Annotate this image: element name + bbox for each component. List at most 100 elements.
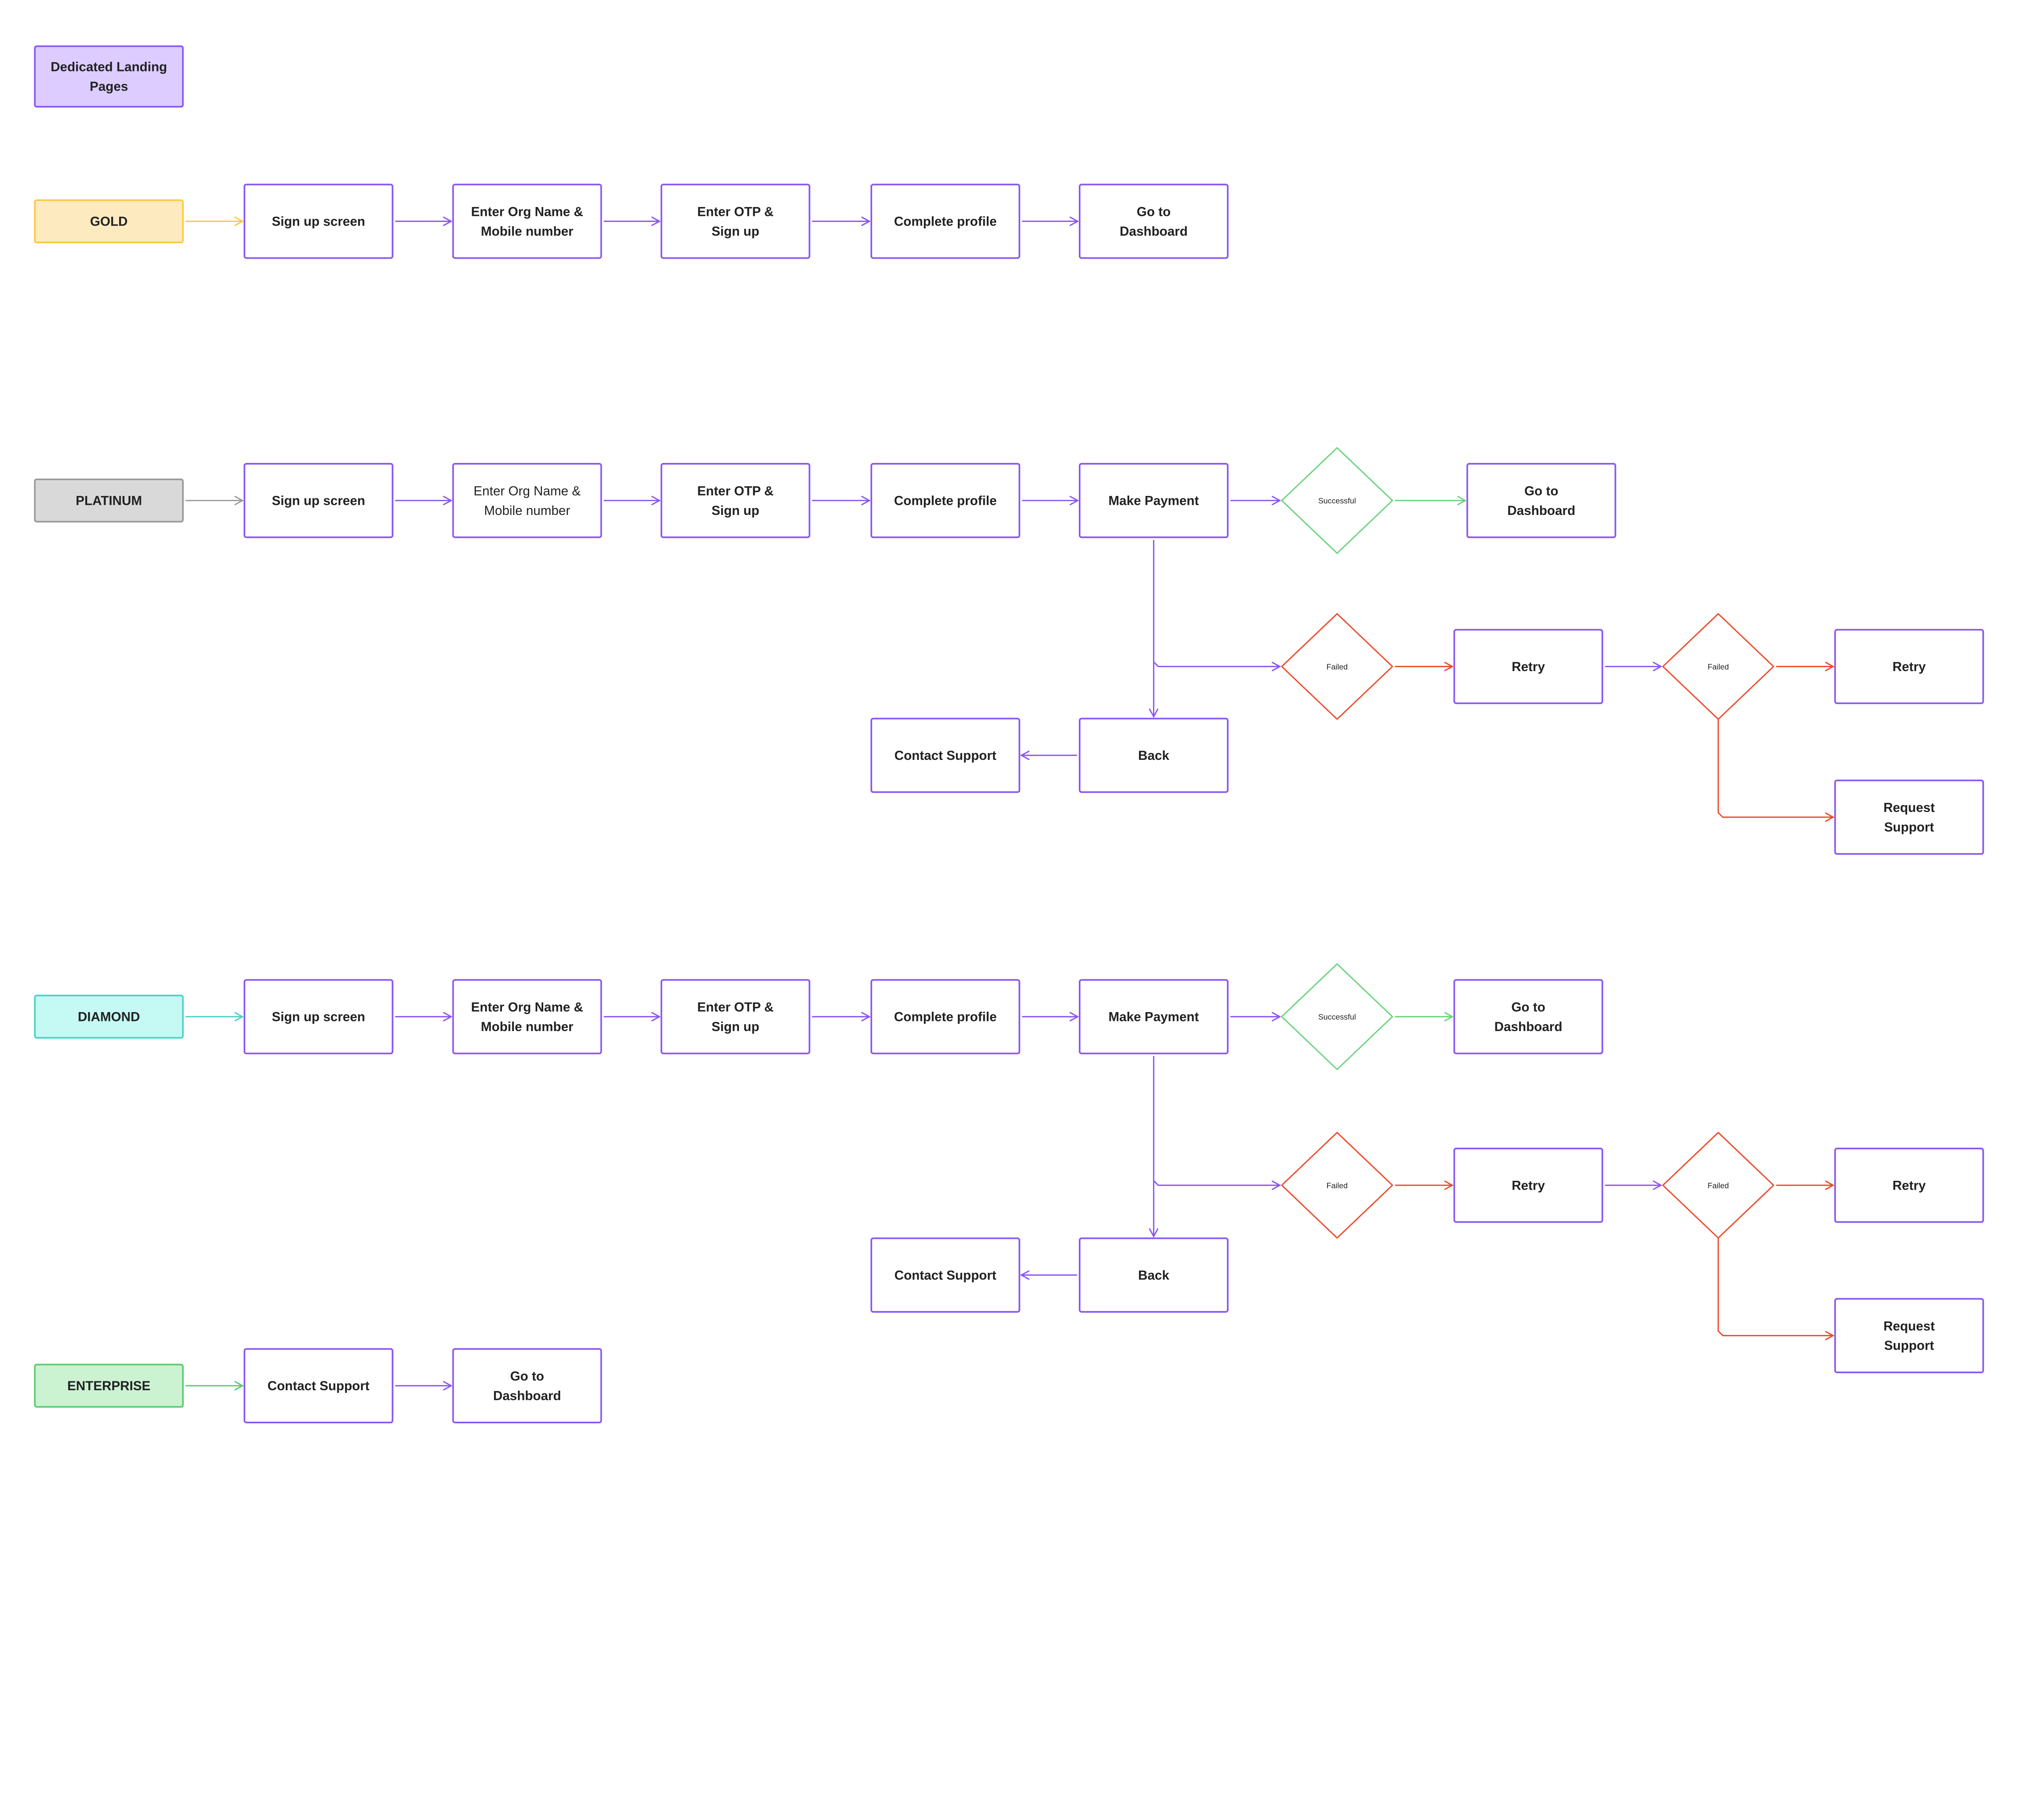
flow-step[interactable]: Enter Org Name &Mobile number bbox=[452, 184, 602, 259]
node-label-line: Retry bbox=[1892, 659, 1926, 674]
flow-step-contact-support[interactable]: Contact Support bbox=[870, 718, 1020, 793]
node-label: Enter Org Name &Mobile number bbox=[471, 1000, 583, 1033]
arrowhead-icon bbox=[1825, 812, 1835, 822]
node-label-line: ENTERPRISE bbox=[67, 1379, 151, 1393]
arrow-connector bbox=[185, 1012, 244, 1022]
node-shape bbox=[1078, 979, 1229, 1054]
tier-label-diamond[interactable]: DIAMOND bbox=[34, 994, 184, 1039]
node-label: Sign up screen bbox=[272, 1010, 365, 1024]
decision-label: Failed bbox=[1708, 1181, 1729, 1190]
decision-failed[interactable]: Failed bbox=[1662, 1132, 1774, 1239]
arrowhead-icon bbox=[1653, 661, 1662, 672]
arrow-connector bbox=[1395, 1012, 1454, 1022]
flow-step[interactable]: Complete profile bbox=[870, 184, 1020, 259]
flow-step[interactable]: Complete profile bbox=[870, 979, 1020, 1054]
arrowhead-icon bbox=[1070, 496, 1079, 505]
arrowhead-icon bbox=[861, 216, 871, 226]
node-label: Contact Support bbox=[894, 1268, 996, 1282]
arrowhead-icon bbox=[1070, 1012, 1079, 1022]
node-shape bbox=[34, 45, 184, 108]
node-label: Make Payment bbox=[1108, 1010, 1199, 1024]
arrowhead-icon bbox=[1020, 751, 1030, 760]
node-shape bbox=[660, 184, 810, 259]
decision-failed[interactable]: Failed bbox=[1281, 1132, 1393, 1239]
arrow-connector bbox=[1149, 1056, 1159, 1238]
arrowhead-icon bbox=[1444, 1180, 1454, 1190]
flow-step[interactable]: Contact Support bbox=[243, 1348, 394, 1424]
flow-step[interactable]: Sign up screen bbox=[243, 184, 394, 259]
flow-step[interactable]: Sign up screen bbox=[243, 979, 394, 1054]
node-label: Complete profile bbox=[894, 214, 996, 229]
node-shape bbox=[1834, 1298, 1984, 1373]
flow-step-back[interactable]: Back bbox=[1078, 718, 1229, 793]
node-shape bbox=[243, 979, 394, 1054]
node-label: Enter Org Name &Mobile number bbox=[473, 483, 580, 517]
node-shape bbox=[660, 463, 810, 538]
decision-success[interactable]: Successful bbox=[1281, 963, 1393, 1070]
arrowhead-icon bbox=[1444, 1012, 1454, 1022]
decision-failed[interactable]: Failed bbox=[1662, 613, 1774, 720]
flow-step-retry[interactable]: Retry bbox=[1834, 629, 1984, 704]
node-label-line: Retry bbox=[1511, 659, 1545, 674]
arrow-connector bbox=[812, 496, 871, 505]
node-shape bbox=[34, 994, 184, 1039]
node-shape bbox=[452, 184, 602, 259]
arrow-connector bbox=[1153, 1180, 1281, 1190]
node-label-line: Make Payment bbox=[1108, 1010, 1199, 1024]
tier-label-gold[interactable]: GOLD bbox=[34, 199, 184, 243]
flow-step[interactable]: Make Payment bbox=[1078, 463, 1229, 538]
arrow-connector bbox=[185, 216, 244, 226]
arrowhead-icon bbox=[1070, 216, 1079, 226]
node-label-line: Contact Support bbox=[268, 1379, 370, 1393]
flow-step-retry[interactable]: Retry bbox=[1453, 629, 1604, 704]
tier-label-platinum[interactable]: PLATINUM bbox=[34, 478, 184, 523]
node-label-line: Support bbox=[1884, 820, 1934, 834]
node-shape bbox=[1078, 718, 1229, 793]
arrow-connector bbox=[812, 1012, 871, 1022]
node-label-line: Sign up screen bbox=[272, 494, 365, 508]
flow-step[interactable]: Enter OTP &Sign up bbox=[660, 979, 810, 1054]
flow-step[interactable]: Enter Org Name &Mobile number bbox=[452, 979, 602, 1054]
node-shape bbox=[870, 184, 1020, 259]
flow-step-back[interactable]: Back bbox=[1078, 1237, 1229, 1313]
flow-step[interactable]: Enter OTP &Sign up bbox=[660, 184, 810, 259]
node-shape bbox=[452, 1348, 602, 1424]
flow-step[interactable]: Enter OTP &Sign up bbox=[660, 463, 810, 538]
flow-step-retry[interactable]: Retry bbox=[1453, 1147, 1604, 1223]
node-label-line: Go to bbox=[510, 1369, 544, 1383]
arrow-connector bbox=[395, 1012, 453, 1022]
flow-step[interactable]: Make Payment bbox=[1078, 979, 1229, 1054]
decision-success[interactable]: Successful bbox=[1281, 447, 1393, 554]
node-label: Sign up screen bbox=[272, 214, 365, 229]
flow-step[interactable]: Complete profile bbox=[870, 463, 1020, 538]
tier-label-enterprise[interactable]: ENTERPRISE bbox=[34, 1364, 184, 1408]
node-label-line: Retry bbox=[1892, 1178, 1926, 1192]
node-label-line: Dashboard bbox=[1494, 1019, 1562, 1034]
node-label-line: Enter Org Name & bbox=[471, 204, 583, 219]
arrow-connector bbox=[1022, 216, 1079, 226]
node-label-line: Mobile number bbox=[481, 1019, 574, 1034]
flow-step[interactable]: Enter Org Name &Mobile number bbox=[452, 463, 602, 538]
node-shape bbox=[1453, 1147, 1604, 1223]
flow-step-retry[interactable]: Retry bbox=[1834, 1147, 1984, 1223]
arrow-connector bbox=[812, 216, 871, 226]
flow-step-contact-support[interactable]: Contact Support bbox=[870, 1237, 1020, 1313]
arrow-connector bbox=[1395, 661, 1454, 672]
node-shape bbox=[660, 979, 810, 1054]
node-shape bbox=[452, 979, 602, 1054]
decision-failed[interactable]: Failed bbox=[1281, 613, 1393, 720]
node-label-line: GOLD bbox=[90, 214, 128, 229]
node-shape bbox=[1078, 463, 1229, 538]
arrowhead-icon bbox=[1271, 661, 1281, 672]
flow-step[interactable]: Sign up screen bbox=[243, 463, 394, 538]
